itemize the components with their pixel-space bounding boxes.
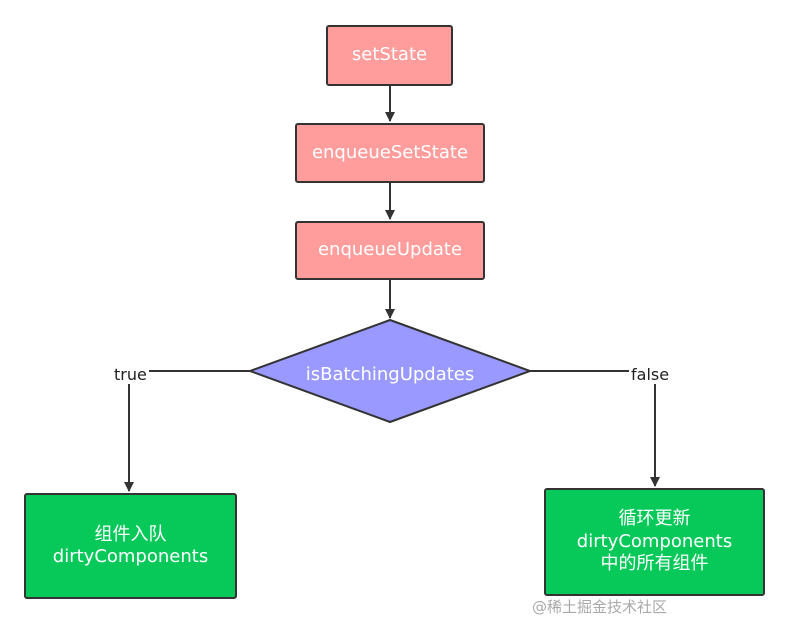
node-enqueue-line-2: dirtyComponents	[52, 546, 209, 567]
node-setstate-label: setState	[351, 44, 428, 66]
node-enqueue-components: 组件入队 dirtyComponents	[24, 493, 237, 599]
node-update-all-components: 循环更新 dirtyComponents 中的所有组件	[544, 488, 765, 596]
edge-label-false: false	[629, 365, 672, 384]
node-enqueueupdate: enqueueUpdate	[295, 221, 485, 280]
edge-label-true: true	[112, 365, 149, 384]
node-enqueuesetstate: enqueueSetState	[295, 123, 485, 183]
node-enqueueupdate-label: enqueueUpdate	[317, 239, 463, 261]
decision-diamond	[247, 318, 533, 424]
arrow-true-branch	[124, 370, 250, 492]
node-enqueuesetstate-label: enqueueSetState	[311, 141, 469, 163]
node-setstate: setState	[326, 25, 453, 86]
node-enqueue-line-1: 组件入队	[94, 523, 167, 545]
node-update-line-1: 循环更新	[618, 508, 691, 530]
decision-label: isBatchingUpdates	[305, 364, 475, 385]
node-update-line-3: 中的所有组件	[600, 553, 709, 575]
watermark: @稀土掘金技术社区	[532, 598, 668, 616]
arrow-false-branch	[530, 370, 660, 487]
node-update-line-2: dirtyComponents	[576, 530, 733, 552]
